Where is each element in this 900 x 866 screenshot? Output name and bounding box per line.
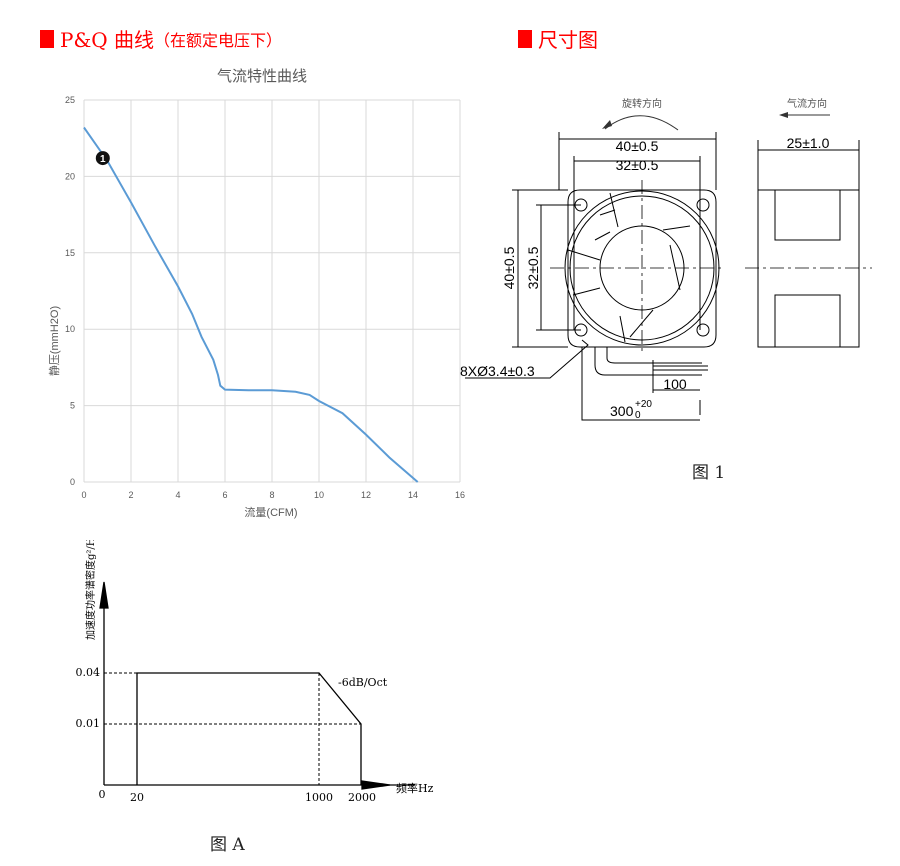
dim-lead-tol-lower: 0: [635, 410, 641, 421]
red-square-icon: [518, 29, 532, 48]
slope-annotation: -6dB/Oct: [338, 676, 388, 689]
x-tick-label: 8: [269, 490, 274, 500]
dim-hole: 8XØ3.4±0.3: [460, 363, 535, 379]
y-arrow-icon: [99, 581, 109, 609]
x-tick: 1000: [305, 791, 333, 804]
x-arrow-icon: [361, 780, 391, 790]
x-tick-label: 14: [408, 490, 418, 500]
chart-title: 气流特性曲线: [217, 68, 307, 85]
dim-depth: 25±1.0: [787, 135, 830, 151]
pq-section-title: P&Q 曲线 （在额定电压下）: [40, 24, 282, 53]
x-axis-label: 频率Hz: [396, 781, 434, 795]
y-axis-label: 加速度功率谱密度g²/Hz: [84, 540, 97, 640]
x-tick-label: 0: [81, 490, 86, 500]
x-tick-label: 12: [361, 490, 371, 500]
figure-a-caption: 图 A: [210, 835, 245, 855]
rotation-arrow-icon: [604, 115, 679, 131]
fan-dimension-drawing: 旋转方向 气流方向 40±0.5 32±0.5 40±0.5 32±0.5 25…: [460, 97, 872, 421]
psd-chart: 0.04 0.01 0 20 1000 2000 频率Hz -6dB/Oct 加…: [76, 540, 434, 804]
dim-title: 尺寸图: [538, 28, 598, 52]
airflow-label: 气流方向: [787, 97, 827, 110]
pq-curve: [83, 126, 419, 483]
dim-strip: 100: [663, 376, 687, 392]
x-tick: 0: [99, 788, 106, 801]
pq-title: P&Q 曲线: [60, 28, 155, 52]
figure-1-caption: 图 1: [692, 463, 726, 483]
y-tick: 0.04: [76, 666, 101, 679]
x-tick-label: 4: [175, 490, 180, 500]
x-tick-label: 16: [455, 490, 465, 500]
pq-chart: 气流特性曲线 0 2 4 6 8 10 12 14 16 0 5 10 15 20 25 1 流量(CFM)…: [47, 68, 465, 519]
y-tick-label: 15: [65, 248, 75, 258]
y-tick-label: 25: [65, 95, 75, 105]
y-tick: 0.01: [76, 717, 101, 730]
airflow-arrow-icon: [779, 112, 788, 118]
dim-inner-width: 32±0.5: [616, 157, 659, 173]
x-axis-label: 流量(CFM): [244, 505, 297, 519]
dim-outer-height: 40±0.5: [501, 246, 517, 289]
dim-inner-height: 32±0.5: [525, 246, 541, 289]
pq-subtitle: （在额定电压下）: [154, 30, 283, 50]
y-tick-label: 10: [65, 324, 75, 334]
x-tick-label: 10: [314, 490, 324, 500]
dim-lead: 300: [610, 403, 634, 419]
red-square-icon: [40, 29, 54, 48]
y-tick-label: 20: [65, 171, 75, 181]
dim-section-title: 尺寸图: [518, 24, 598, 53]
marker-label: 1: [100, 154, 106, 165]
dim-outer-width: 40±0.5: [616, 138, 659, 154]
y-tick-label: 5: [70, 401, 75, 411]
x-tick-label: 6: [222, 490, 227, 500]
rotation-label: 旋转方向: [622, 97, 662, 110]
x-tick: 20: [130, 791, 144, 804]
y-tick-label: 0: [70, 477, 75, 487]
x-tick-label: 2: [128, 490, 133, 500]
dim-lead-tol-upper: +20: [635, 399, 652, 410]
info-marker-icon: 1: [95, 151, 110, 166]
psd-line: [136, 672, 362, 785]
x-tick: 2000: [348, 791, 376, 804]
y-axis-label: 静压(mmH2O): [47, 306, 61, 376]
